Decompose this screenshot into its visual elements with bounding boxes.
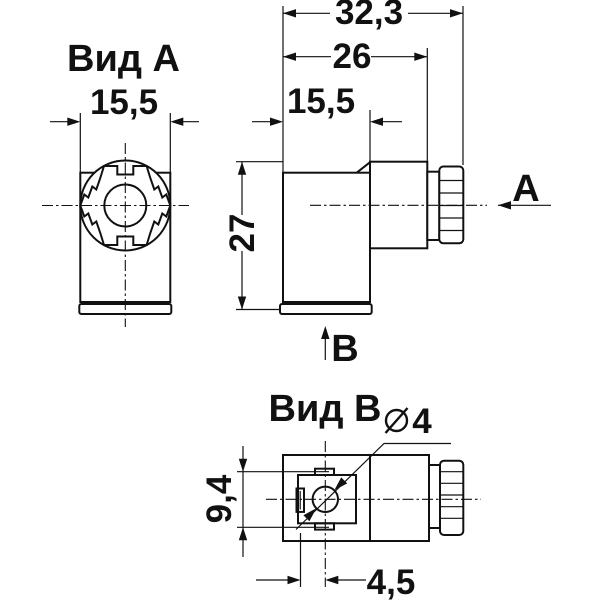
dim-overall-width: 32,3	[335, 0, 403, 32]
side-view: А В 32,3 26 15,5 27	[223, 0, 551, 370]
castellated-ring	[79, 165, 172, 246]
dim-hole-diameter: 4	[412, 402, 432, 441]
dim-offset: 4,5	[367, 563, 416, 600]
arrowhead	[238, 527, 248, 541]
chamfer-edge	[356, 160, 372, 174]
leader-line	[295, 442, 451, 530]
arrowhead	[237, 161, 247, 175]
view-a-arrowhead	[498, 201, 511, 210]
bottom-tab	[314, 522, 335, 531]
view-a-title: Вид А	[67, 38, 180, 80]
bottom-band	[279, 303, 373, 315]
leader-arrowhead	[303, 508, 317, 522]
dim-to-nut: 26	[333, 37, 372, 76]
gland-boss-bottom	[369, 454, 430, 542]
dim-extension-lines	[282, 6, 464, 172]
knurl-lines	[440, 471, 464, 519]
arrowhead	[287, 575, 301, 585]
diameter-symbol-circle	[384, 408, 409, 433]
view-b-title: Вид В	[269, 388, 382, 430]
leader-arrowhead	[334, 477, 348, 491]
view-b: 4 9,4 4,5 Вид В	[200, 388, 481, 600]
dim-extension-lines-height	[236, 161, 283, 311]
arrowhead	[238, 458, 248, 472]
view-a: Вид А 15,5	[42, 38, 199, 327]
view-arrow-a-label: А	[512, 168, 539, 210]
diameter-symbol-slash	[384, 407, 409, 434]
arrowhead	[283, 9, 296, 18]
dim-extension-lines	[79, 113, 171, 172]
arrowhead	[450, 9, 463, 18]
dim-span: 9,4	[200, 474, 239, 523]
arrowhead	[170, 117, 184, 126]
arrowhead	[414, 52, 428, 61]
dim-body-width: 15,5	[287, 82, 355, 121]
view-arrow-b-label: В	[331, 328, 358, 370]
arrowhead	[237, 296, 247, 310]
dim-height: 27	[223, 214, 262, 253]
view-b-arrowhead	[321, 326, 330, 339]
side-slot	[295, 487, 305, 513]
arrowhead	[283, 52, 296, 61]
diameter-symbol	[384, 407, 409, 434]
dim-view-a-width: 15,5	[90, 83, 158, 122]
arrowhead	[67, 117, 81, 126]
arrowhead	[325, 575, 339, 585]
arrowhead	[370, 117, 383, 126]
arrowhead	[270, 117, 283, 126]
knurled-nut-bottom	[439, 459, 465, 537]
gland-neck-bottom	[428, 464, 441, 529]
connector-body-side	[282, 171, 371, 303]
dim-extension-lines-span	[237, 471, 329, 528]
